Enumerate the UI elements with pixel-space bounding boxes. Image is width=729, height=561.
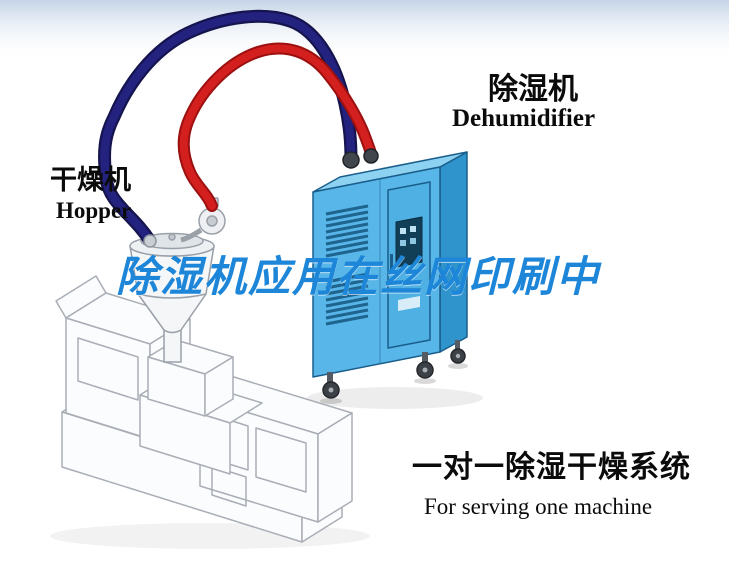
- panel-button-3: [400, 240, 406, 246]
- caster-hub-2: [422, 367, 428, 373]
- door-handle: [390, 254, 393, 270]
- caster-hub-1: [328, 387, 334, 393]
- panel-button-2: [410, 226, 416, 232]
- wheel-shadow-2: [414, 378, 436, 384]
- dehumidifier-label-cn: 除湿机: [488, 73, 578, 106]
- extruder-housing-panel: [77, 337, 139, 401]
- dehumidifier-label-en: Dehumidifier: [452, 105, 596, 132]
- caster-hub-3: [455, 353, 461, 359]
- sky-gradient-band: [0, 0, 729, 62]
- hopper-inlet-fitting: [143, 234, 157, 248]
- caster-fork-1: [327, 372, 333, 384]
- caster-fork-3: [455, 340, 460, 350]
- hopper-cone-line: [163, 329, 182, 334]
- vent-grille-upper: [325, 204, 369, 258]
- page-title: 除湿机应用在丝网印刷中: [116, 253, 601, 300]
- dry-air-pipe: [179, 44, 375, 210]
- dryer-label-cn: 干燥机: [50, 165, 131, 195]
- hopper-mount-side: [204, 356, 234, 417]
- caster-fork-2: [422, 352, 428, 364]
- hopper-flange-line: [137, 293, 207, 299]
- extruder-panel-3: [211, 465, 247, 507]
- blower-duct: [180, 227, 203, 243]
- vent-grille-lower: [325, 272, 369, 326]
- blower-hub: [206, 215, 218, 227]
- cabinet-outlet-fitting: [363, 148, 379, 164]
- cabinet-inlet-fitting: [342, 151, 360, 169]
- wheel-shadow-3: [448, 363, 468, 369]
- extruder-cabinet-side: [317, 412, 353, 523]
- dehumidifier-unit: [312, 151, 468, 404]
- pipe-connectors: [143, 148, 379, 248]
- system-caption-cn: 一对一除湿干燥系统: [412, 451, 691, 484]
- cabinet-side-face: [439, 151, 468, 353]
- air-pipes: [98, 9, 377, 248]
- panel-button-1: [400, 228, 406, 234]
- wheel-shadow-1: [320, 398, 342, 404]
- panel-button-4: [410, 238, 416, 244]
- hopper-lid-knob: [168, 233, 176, 241]
- door-sticker: [398, 296, 420, 311]
- dehumidifier-shadow: [307, 387, 483, 409]
- dryer-label-en: Hopper: [56, 198, 132, 223]
- extruder-machine: [55, 275, 353, 543]
- system-caption-en: For serving one machine: [424, 494, 653, 519]
- extruder-panel-2: [255, 427, 307, 493]
